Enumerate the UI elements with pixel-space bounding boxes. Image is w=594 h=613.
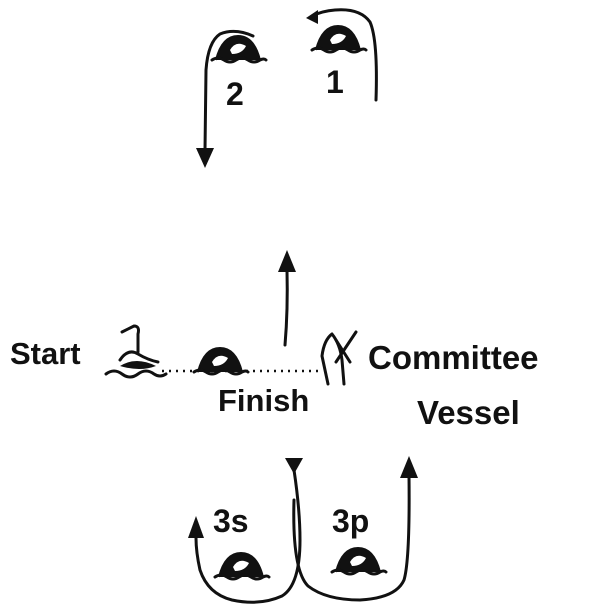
arrow-icon: [306, 10, 318, 24]
start-flag-icon: [104, 324, 168, 379]
committee-vessel-label-line2: Vessel: [417, 394, 520, 431]
arrow-icon: [400, 456, 418, 478]
start-label: Start: [10, 336, 81, 371]
committee-vessel-label-line1: Committee: [368, 339, 539, 376]
gate-rounding-path-port: [292, 473, 411, 602]
arrow-icon: [196, 148, 214, 168]
upwind-course-line: [283, 268, 289, 347]
arrow-icon: [188, 516, 204, 538]
mark-3p-buoy-icon: [330, 546, 388, 576]
mark-2-label: 2: [226, 76, 244, 112]
mark-3s-label: 3s: [213, 503, 249, 539]
committee-boat-icon: [320, 330, 358, 386]
mark-2-buoy-icon: [210, 34, 268, 64]
start-line-buoy-icon: [192, 346, 250, 376]
arrow-icon: [278, 250, 296, 272]
mark-1-label: 1: [326, 64, 344, 100]
finish-label: Finish: [218, 383, 309, 418]
arrow-icon: [285, 458, 303, 474]
mark-1-rounding-path: [310, 8, 378, 102]
mark-2-rounding-path: [203, 29, 255, 152]
gate-rounding-path: [194, 468, 302, 604]
mark-1-buoy-icon: [310, 24, 368, 54]
mark-3s-buoy-icon: [213, 551, 271, 581]
mark-3p-label: 3p: [332, 503, 369, 539]
